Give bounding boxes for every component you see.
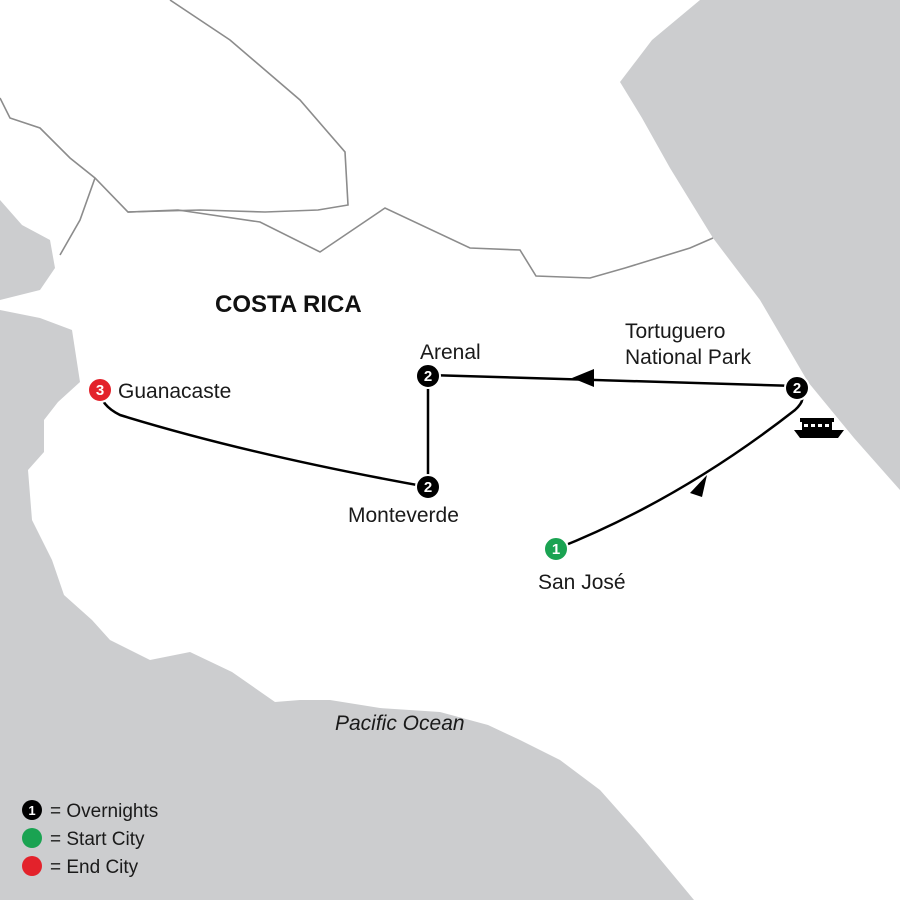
stop-nights: 2 xyxy=(793,380,801,397)
route-monteverde-guanacaste xyxy=(98,389,429,489)
stop-arenal[interactable]: 2 Arenal xyxy=(415,341,481,389)
boat-icon xyxy=(794,418,844,438)
stop-label: Monteverde xyxy=(348,504,459,527)
stop-nights: 1 xyxy=(552,541,560,558)
stop-label: Arenal xyxy=(420,341,481,364)
country-label: COSTA RICA xyxy=(215,291,362,318)
legend-item-start-city: = Start City xyxy=(22,828,145,850)
legend-label: = Overnights xyxy=(50,801,158,822)
arrow-to-tortuguero xyxy=(690,475,707,497)
legend: 1 = Overnights = Start City = End City xyxy=(22,800,158,878)
ocean-label: Pacific Ocean xyxy=(335,712,465,735)
route-tortuguero-arenal xyxy=(427,373,798,388)
stop-label: Guanacaste xyxy=(118,380,231,403)
legend-item-overnights: 1 = Overnights xyxy=(22,800,158,822)
stop-san-jose[interactable]: 1 San José xyxy=(538,536,626,594)
overnight-marker xyxy=(415,474,441,500)
start-marker xyxy=(543,536,569,562)
stop-nights: 2 xyxy=(424,479,432,496)
northwest-sea xyxy=(0,200,55,300)
stop-tortuguero[interactable]: 2 Tortuguero National Park xyxy=(625,320,810,401)
legend-item-end-city: = End City xyxy=(22,856,139,878)
overnight-marker xyxy=(415,363,441,389)
stop-nights: 3 xyxy=(96,382,104,399)
stop-label: San José xyxy=(538,571,626,594)
overnight-marker xyxy=(784,375,810,401)
arrow-to-arenal xyxy=(572,369,594,387)
borders xyxy=(0,0,714,279)
stop-label-line2: National Park xyxy=(625,346,752,369)
end-marker xyxy=(87,377,113,403)
stop-guanacaste[interactable]: 3 Guanacaste xyxy=(87,377,231,403)
legend-label: = Start City xyxy=(50,829,145,850)
stop-nights: 2 xyxy=(424,368,432,385)
stop-monteverde[interactable]: 2 Monteverde xyxy=(348,474,459,527)
legend-label: = End City xyxy=(50,857,139,878)
stop-label-line1: Tortuguero xyxy=(625,320,725,343)
legend-symbol: 1 xyxy=(28,803,35,818)
